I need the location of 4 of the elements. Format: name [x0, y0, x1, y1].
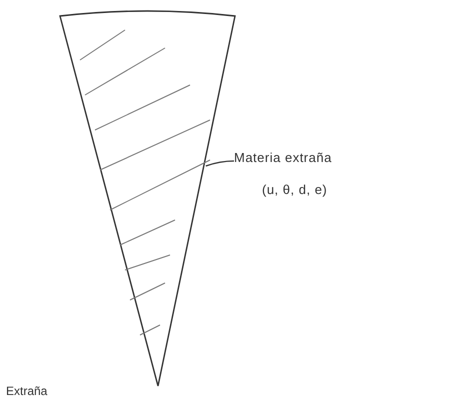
leader-line — [206, 160, 234, 167]
callout-text: Materia extraña — [234, 150, 332, 165]
parameter-text: (u, θ, d, e) — [262, 182, 328, 197]
part-label: Extraña — [6, 384, 48, 398]
